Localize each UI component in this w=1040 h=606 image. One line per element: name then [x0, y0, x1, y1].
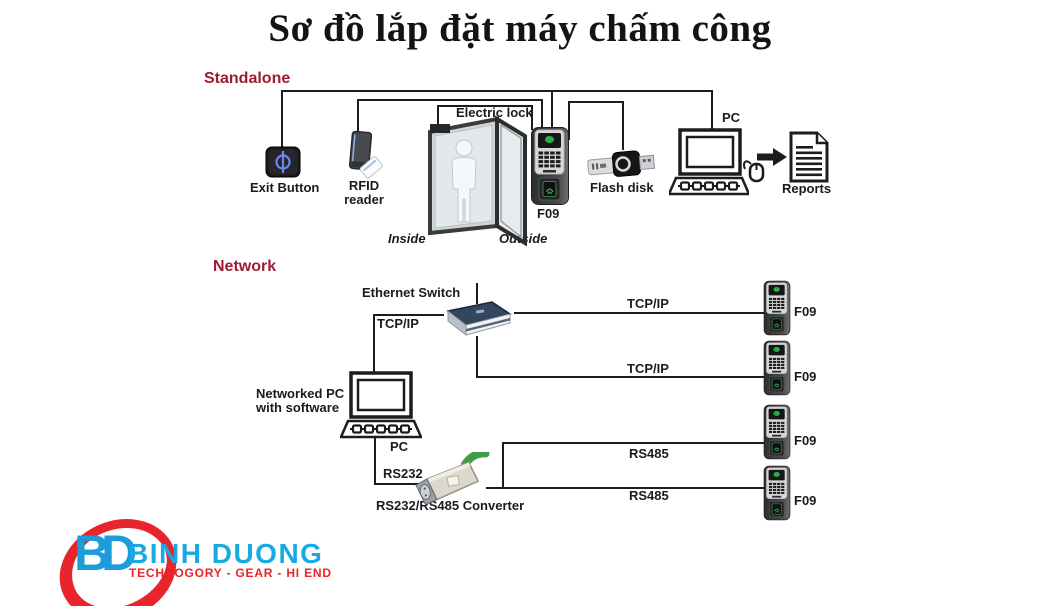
reports-document-icon	[788, 131, 830, 183]
f09-terminal-1	[763, 280, 791, 336]
wire-rfid-drop	[357, 99, 359, 133]
wire-switch-stub	[476, 283, 478, 304]
wire-tcpip-right-2	[476, 376, 766, 378]
wire-flash-horizontal	[568, 101, 623, 103]
wire-electric-lock-horizontal	[437, 105, 532, 107]
wire-tcpip-right-1	[514, 312, 766, 314]
electric-lock-label: Electric lock	[456, 105, 533, 120]
door-illustration	[428, 115, 527, 247]
wire-rfid-horizontal	[357, 99, 543, 101]
page-title: Sơ đồ lắp đặt máy chấm công	[268, 7, 772, 50]
wire-tcpip-left-drop	[373, 314, 375, 372]
wire-f09-drop-c	[531, 105, 533, 130]
wire-door-lock-rise	[437, 105, 439, 126]
f09-terminal-main	[530, 126, 570, 206]
arrow-right-icon	[757, 148, 787, 166]
section-network-heading: Network	[213, 258, 277, 275]
ethernet-switch-device	[446, 301, 512, 337]
rs232-label: RS232	[383, 466, 423, 481]
standalone-pc-monitor	[678, 128, 742, 176]
rs485-1-label: RS485	[629, 446, 669, 461]
rfid-reader-device	[348, 130, 383, 179]
inside-label: Inside	[388, 231, 426, 246]
wire-exit-button-drop	[281, 90, 283, 147]
wire-switch-bottom-drop	[476, 336, 478, 378]
f09-terminal-4	[763, 465, 791, 521]
exit-button-label: Exit Button	[250, 180, 320, 195]
networked-pc-label: Networked PC with software	[256, 386, 345, 415]
reports-label: Reports	[782, 181, 832, 196]
tcpip-right-2-label: TCP/IP	[627, 361, 669, 376]
standalone-pc-keyboard	[669, 176, 749, 196]
ethernet-switch-label: Ethernet Switch	[362, 285, 461, 300]
f09-terminal-2	[763, 340, 791, 396]
wire-rs485-2	[486, 487, 766, 489]
f09-terminal-3	[763, 404, 791, 460]
logo-tagline: TECHNOGORY - GEAR - HI END	[129, 566, 332, 580]
wire-rs232-horizontal	[374, 483, 436, 485]
wire-rs485-1	[502, 442, 766, 444]
section-standalone-heading: Standalone	[204, 70, 291, 87]
logo-company-name: BINH DUONG	[128, 538, 324, 569]
network-pc-label: PC	[390, 439, 409, 454]
wire-tcpip-left-horizontal	[373, 314, 444, 316]
wire-flash-drop	[622, 101, 624, 150]
standalone-pc-label: PC	[722, 110, 741, 125]
f09-terminal-4-label: F09	[794, 493, 817, 508]
f09-terminal-1-label: F09	[794, 304, 817, 319]
rfid-reader-label: RFID reader	[344, 178, 384, 207]
wire-pc-rs232-drop	[374, 438, 376, 485]
tcpip-left-label: TCP/IP	[377, 316, 419, 331]
f09-terminal-3-label: F09	[794, 433, 817, 448]
logo-monogram: BD	[74, 525, 137, 581]
network-pc-monitor	[348, 371, 414, 419]
converter-label: RS232/RS485 Converter	[376, 498, 525, 513]
wire-rs485-junction	[502, 443, 504, 488]
f09-main-label: F09	[537, 206, 560, 221]
flash-disk-device	[587, 150, 656, 177]
wire-f09-drop-b	[541, 99, 543, 130]
wire-f09-drop-a	[551, 90, 553, 130]
f09-terminal-2-label: F09	[794, 369, 817, 384]
network-pc-keyboard	[340, 419, 422, 439]
wire-standalone-top	[281, 90, 713, 92]
rs485-2-label: RS485	[629, 488, 669, 503]
mouse-icon	[742, 160, 765, 183]
wire-pc-drop	[711, 90, 713, 130]
wire-flash-rise	[568, 101, 570, 140]
flash-disk-label: Flash disk	[590, 180, 654, 195]
electric-lock-block	[430, 124, 450, 133]
tcpip-right-1-label: TCP/IP	[627, 296, 669, 311]
exit-button-device	[265, 146, 301, 178]
rs232-rs485-converter-device	[415, 452, 490, 506]
